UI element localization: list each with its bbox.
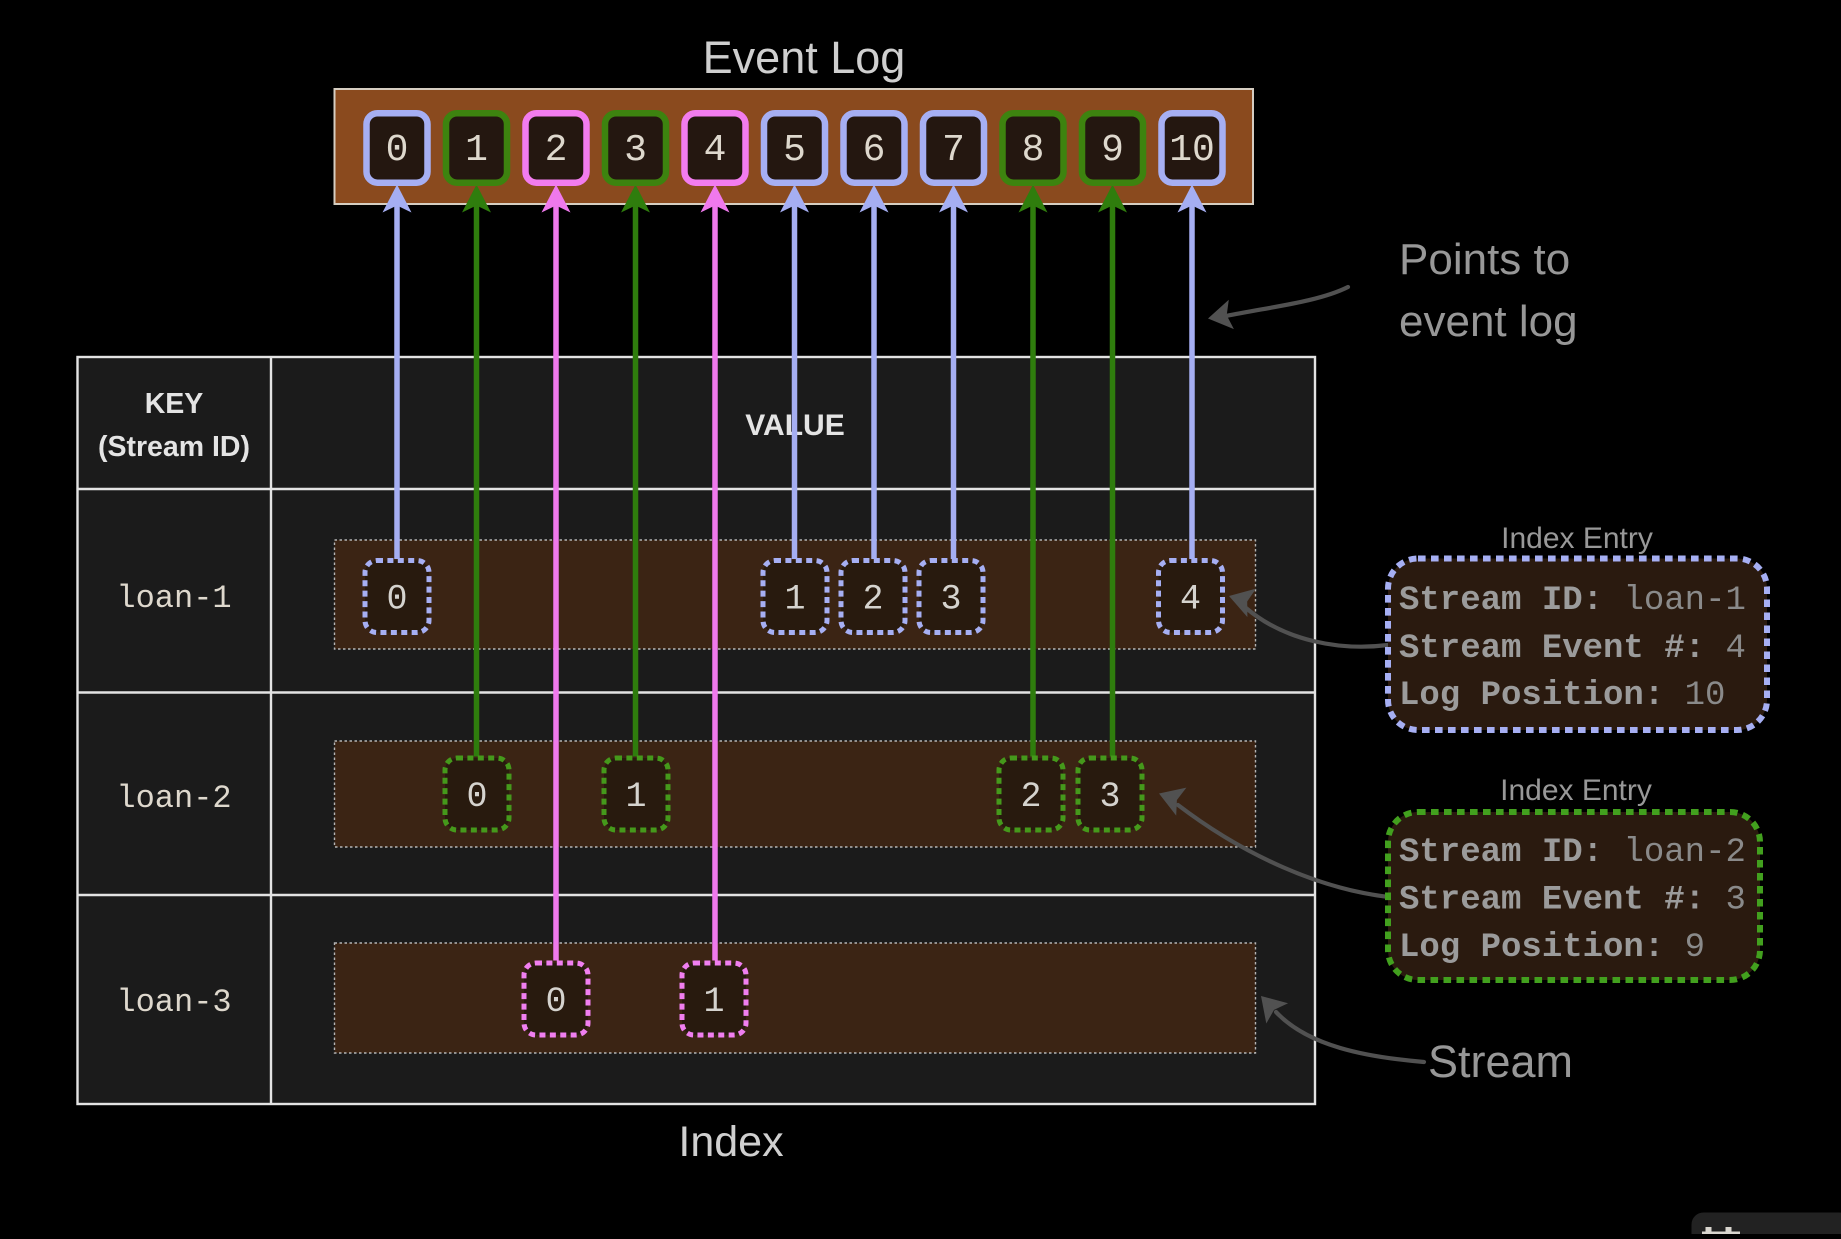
svg-text:1: 1: [465, 129, 488, 172]
svg-text:Stream Event #: 4: Stream Event #: 4: [1399, 630, 1746, 668]
svg-text:Event Log: Event Log: [703, 32, 906, 83]
svg-text:Log Position: 10: Log Position: 10: [1399, 677, 1725, 715]
svg-text:event log: event log: [1399, 297, 1578, 346]
svg-text:3: 3: [1099, 777, 1120, 817]
svg-text:2: 2: [1020, 777, 1041, 817]
svg-text:Log Position: 9: Log Position: 9: [1399, 929, 1705, 967]
svg-text:1: 1: [784, 580, 805, 620]
svg-text:loan-2: loan-2: [116, 780, 231, 817]
svg-text:Stream ID: loan-1: Stream ID: loan-1: [1399, 582, 1746, 620]
svg-text:0: 0: [386, 129, 409, 172]
svg-text:4: 4: [1180, 580, 1201, 620]
svg-text:3: 3: [624, 129, 647, 172]
svg-text:0: 0: [466, 777, 487, 817]
svg-text:0: 0: [386, 580, 407, 620]
svg-text:6: 6: [863, 129, 886, 172]
svg-text:(Stream ID): (Stream ID): [98, 431, 250, 463]
svg-text:Stream Event #: 3: Stream Event #: 3: [1399, 882, 1746, 920]
svg-text:4: 4: [704, 129, 727, 172]
svg-text:loan-3: loan-3: [116, 984, 231, 1021]
svg-text:9: 9: [1101, 129, 1124, 172]
svg-text:2: 2: [862, 580, 883, 620]
svg-text:Index Entry: Index Entry: [1501, 522, 1653, 555]
svg-text:Stream: Stream: [1428, 1036, 1573, 1087]
svg-text:1: 1: [625, 777, 646, 817]
svg-text:3: 3: [940, 580, 961, 620]
svg-text:KEY: KEY: [145, 388, 204, 420]
svg-text:0: 0: [545, 982, 566, 1022]
svg-text:10: 10: [1169, 129, 1215, 172]
svg-text:7: 7: [942, 129, 965, 172]
svg-text:5: 5: [783, 129, 806, 172]
svg-text:Index Entry: Index Entry: [1500, 774, 1652, 807]
svg-text:Index: Index: [678, 1118, 784, 1166]
svg-text:Stream ID: loan-2: Stream ID: loan-2: [1399, 834, 1746, 872]
svg-text:2: 2: [545, 129, 568, 172]
svg-text:1: 1: [703, 982, 724, 1022]
svg-text:Points to: Points to: [1399, 235, 1570, 284]
svg-text:8: 8: [1022, 129, 1045, 172]
svg-text:loan-1: loan-1: [116, 580, 231, 617]
